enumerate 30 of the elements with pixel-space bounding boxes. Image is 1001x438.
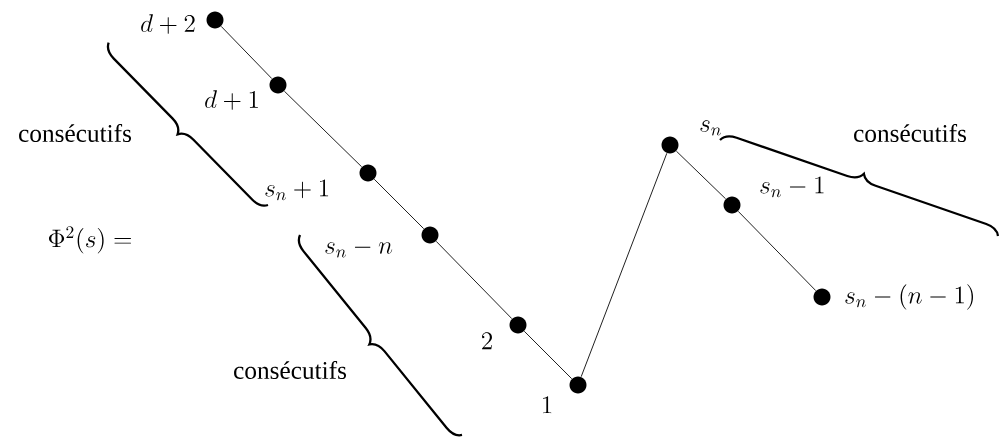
formula-label: $\Phi^2(s) =$: [49, 226, 131, 254]
point-label: $d+1$: [205, 90, 258, 110]
point-label: $2$: [482, 332, 492, 350]
line: [283, 90, 363, 168]
dot: [661, 136, 679, 154]
point-label: $d+2$: [141, 14, 195, 34]
point-label: $s_n-1$: [760, 176, 824, 198]
text-label: consécutifs: [234, 360, 346, 379]
dot: [359, 164, 377, 182]
line: [220, 25, 273, 80]
dot: [206, 11, 224, 29]
dot: [569, 376, 587, 394]
line: [675, 150, 727, 200]
point-label: $s_n+1$: [265, 179, 329, 201]
line: [580, 152, 668, 378]
text-label: consécutifs: [854, 123, 966, 142]
line: [523, 330, 573, 380]
dot: [813, 288, 831, 306]
point-label: $s_n-n$: [325, 242, 393, 258]
point-label: $s_n$: [700, 120, 721, 136]
point-label: $s_n-(n-1)$: [845, 284, 973, 310]
line: [373, 178, 425, 230]
dot: [421, 226, 439, 244]
dot: [723, 196, 741, 214]
line: [737, 210, 817, 292]
text-label: consécutifs: [19, 123, 131, 142]
line: [435, 240, 513, 320]
dot: [509, 316, 527, 334]
point-label: $1$: [543, 396, 552, 414]
dot: [269, 76, 287, 94]
